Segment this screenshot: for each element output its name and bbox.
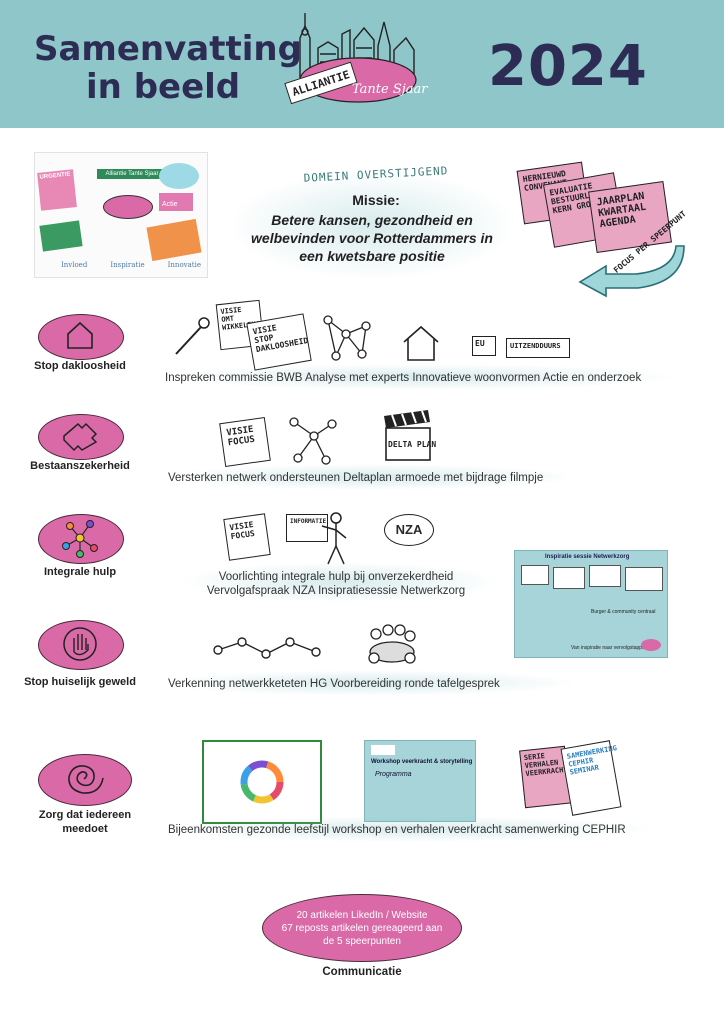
house-outline-icon — [403, 325, 439, 361]
thumbnail-logo — [103, 195, 153, 219]
label-zorg-line-1: Zorg dat iedereen — [38, 809, 132, 821]
title-line-2: in beeld — [86, 67, 241, 107]
thumbnail-left-tab-label: URGENTIE — [39, 171, 71, 181]
caption-integrale-hulp: Voorlichting integrale hulp bij onverzek… — [196, 570, 476, 598]
row4-caption-glow — [160, 670, 580, 696]
caption-bestaanszekerheid: Versterken netwerk ondersteunen Deltapla… — [168, 472, 544, 484]
caption-zorg-dat-iedereen-meedoet: Bijeenkomsten gezonde leefstijl workshop… — [168, 824, 626, 836]
page-title: Samenvatting in beeld — [34, 29, 302, 107]
thumbnail-orange-box — [146, 218, 202, 262]
mission-line-3: een kwetsbare positie — [299, 248, 445, 264]
workshop-poster: Workshop veerkracht & storytelling Progr… — [364, 740, 476, 822]
oval-bestaanszekerheid — [38, 414, 124, 460]
label-stop-huiselijk-geweld: Stop huiselijk geweld — [24, 676, 136, 688]
sign-eu-text: EU — [475, 339, 485, 348]
communication-line-1: 20 artikelen LikedIn / Website — [296, 909, 428, 921]
sign-visie-stop-dakloosheid: VISIE STOP DAKLOOSHEID — [246, 313, 312, 371]
chain-network-icon — [213, 637, 321, 659]
alliantie-logo: ALLIANTIE Tante Sjaar — [280, 8, 430, 123]
year-label: 2024 — [488, 34, 648, 99]
label-stop-dakloosheid: Stop dakloosheid — [34, 360, 126, 372]
sign-eu: EU — [472, 336, 496, 356]
row3-caption-glow — [180, 562, 500, 602]
netwerkzorg-sub-1: Burger & community centraal — [591, 609, 656, 615]
sign-visie-focus-3-text: VISIE FOCUS — [228, 520, 256, 542]
sign-visie-focus-2: VISIE FOCUS — [219, 417, 271, 467]
caption-integrale-hulp-1: Voorlichting integrale hulp bij onverzek… — [218, 571, 454, 583]
card-samenwerking-cephir-text: SAMENWERKING CEPHIR SEMINAR — [566, 744, 618, 777]
netwerkzorg-note-2 — [553, 567, 585, 589]
mission-text: Betere kansen, gezondheid en welbevinden… — [224, 211, 520, 265]
caption-stop-huiselijk-geweld: Verkenning netwerkketeten HG Voorbereidi… — [168, 678, 500, 690]
card-samenwerking-cephir: SAMENWERKING CEPHIR SEMINAR — [560, 740, 622, 816]
row2-caption-glow — [160, 464, 580, 490]
thumbnail-word-1: Invloed — [61, 261, 88, 269]
thumbnail-word-2: Inspiratie — [110, 261, 145, 269]
workshop-logo — [371, 745, 395, 755]
summary-thumbnail: Alliantie Tante Sjaar URGENTIE Actie Inv… — [34, 152, 208, 278]
mission-glow — [228, 170, 518, 280]
communication-oval: 20 artikelen LikedIn / Website 67 repost… — [262, 894, 462, 962]
network-colored-icon — [62, 520, 98, 558]
nza-oval: NZA — [384, 514, 434, 546]
presenter-board-text: INFORMATIE — [290, 518, 327, 525]
clapperboard-icon — [384, 410, 431, 461]
communication-label: Communicatie — [322, 966, 402, 978]
workshop-program: Programma — [375, 771, 412, 778]
sign-visie-stop-dakloosheid-text: VISIE STOP DAKLOOSHEID — [252, 323, 309, 355]
workshop-title: Workshop veerkracht & storytelling — [371, 759, 473, 765]
label-bestaanszekerheid: Bestaanszekerheid — [30, 460, 130, 472]
caption-integrale-hulp-2: Vervolgafspraak NZA Insipratiesessie Net… — [206, 585, 466, 597]
netwerkzorg-poster: Inspiratie sessie Netwerkzorg Burger & c… — [514, 550, 668, 658]
sign-uitzenduurs-text: UITZENDDUURS — [510, 342, 561, 350]
nza-label: NZA — [395, 522, 423, 537]
stop-hand-icon — [63, 627, 97, 661]
roundtable-icon — [368, 624, 416, 664]
sign-uitzenduurs: UITZENDDUURS — [506, 338, 570, 358]
mission-line-2: welbevinden voor Rotterdammers in — [251, 230, 493, 246]
netwerkzorg-note-4 — [625, 567, 663, 591]
network-icon — [323, 315, 371, 361]
caption-stop-dakloosheid: Inspreken commissie BWB Analyse met expe… — [165, 372, 642, 384]
row5-caption-glow — [160, 816, 660, 842]
house-icon — [67, 321, 93, 349]
label-integrale-hulp: Integrale hulp — [43, 566, 117, 578]
spiral-icon — [68, 765, 104, 794]
mission-line-1: Betere kansen, gezondheid en — [271, 212, 473, 228]
thumbnail-cyan-cloud — [159, 163, 199, 189]
clapperboard-text: DELTA PLAN — [388, 440, 437, 449]
oval-zorg-dat-iedereen-meedoet — [38, 754, 132, 806]
thumbnail-green-box — [39, 220, 83, 252]
sign-visie-focus-3: VISIE FOCUS — [223, 513, 271, 561]
communication-line-2: 67 reposts artikelen gereageerd aan — [281, 922, 443, 934]
netwerkzorg-note-1 — [521, 565, 549, 585]
communication-line-3: de 5 speerpunten — [323, 935, 401, 947]
mission-heading: Missie: — [352, 192, 400, 208]
microphone-icon — [175, 317, 210, 355]
color-wheel-icon — [240, 760, 284, 804]
thumbnail-word-3: Innovatie — [167, 261, 201, 269]
title-line-1: Samenvatting — [34, 29, 302, 69]
label-zorg-dat-iedereen-meedoet: Zorg dat iedereen meedoet — [20, 808, 150, 836]
thumbnail-action-label: Actie — [162, 201, 178, 208]
skyline-icon — [299, 13, 417, 103]
label-zorg-line-2: meedoet — [62, 823, 108, 835]
gezonde-leefstijl-poster — [202, 740, 322, 824]
network-icon-2 — [289, 417, 337, 465]
sign-visie-focus-2-text: VISIE FOCUS — [225, 424, 256, 449]
focus-arrow-icon — [578, 245, 685, 298]
logo-text-tante-sjaar: Tante Sjaar — [352, 82, 428, 97]
netwerkzorg-title: Inspiratie sessie Netwerkzorg — [545, 554, 630, 560]
thumbnail-top-banner: Alliantie Tante Sjaar — [97, 169, 167, 179]
netwerkzorg-note-3 — [589, 565, 621, 587]
thumbnail-words: Invloed Inspiratie Innovatie — [61, 261, 201, 269]
thumbnail-left-tab: URGENTIE — [37, 169, 77, 211]
row1-caption-glow — [160, 364, 680, 390]
oval-stop-dakloosheid — [38, 314, 124, 360]
thumbnail-action-tab: Actie — [159, 193, 193, 211]
puzzle-icon — [63, 422, 98, 452]
presenter-figure-icon — [321, 512, 347, 565]
netwerkzorg-sub-2: Van inspiratie naar vervolgstappen — [571, 645, 648, 651]
netwerkzorg-pink-oval — [641, 639, 661, 651]
